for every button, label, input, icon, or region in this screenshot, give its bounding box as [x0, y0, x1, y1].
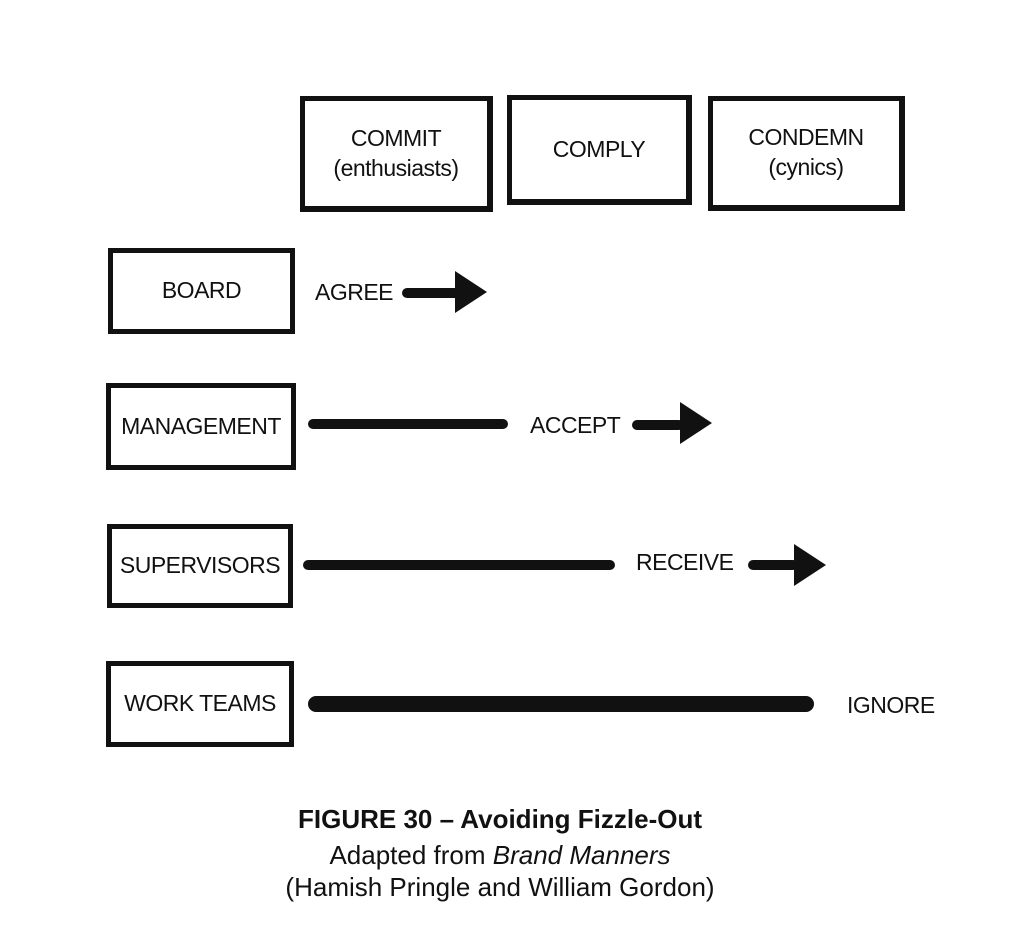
row-board-arrowhead [455, 271, 487, 313]
row-board-arrow-shaft [402, 288, 460, 298]
row-management-label: MANAGEMENT [121, 412, 281, 439]
figure-caption-prefix: Adapted from [329, 840, 493, 870]
row-board-response: AGREE [315, 279, 394, 305]
column-condemn: CONDEMN (cynics) [708, 96, 905, 211]
row-board-box: BOARD [108, 248, 295, 334]
row-supervisors-line [303, 560, 615, 570]
column-comply-title: COMPLY [552, 135, 646, 162]
row-board-label: BOARD [161, 277, 242, 304]
row-supervisors-label: SUPERVISORS [119, 552, 281, 579]
row-work-teams-label: WORK TEAMS [124, 690, 276, 717]
figure-caption-source-title: Brand Manners [492, 840, 671, 870]
row-supervisors-box: SUPERVISORS [107, 524, 293, 608]
row-management-line [308, 419, 508, 429]
row-work-teams-line [308, 696, 814, 712]
figure-caption-source: Adapted from Brand Manners [0, 840, 1000, 871]
column-commit-title: COMMIT [350, 124, 442, 151]
column-commit: COMMIT (enthusiasts) [300, 96, 493, 212]
column-condemn-subtitle: (cynics) [768, 154, 844, 180]
row-supervisors-arrow-shaft [748, 560, 798, 570]
column-comply: COMPLY [507, 95, 692, 205]
row-management-arrowhead [680, 402, 712, 444]
row-management-box: MANAGEMENT [106, 383, 296, 470]
figure-caption-authors: (Hamish Pringle and William Gordon) [285, 872, 715, 902]
row-supervisors-arrowhead [794, 544, 826, 586]
row-management-arrow-shaft [632, 420, 684, 430]
column-commit-subtitle: (enthusiasts) [333, 154, 459, 181]
column-condemn-title: CONDEMN [748, 124, 864, 151]
row-supervisors-response: RECEIVE [636, 549, 734, 575]
figure-caption-title: FIGURE 30 – Avoiding Fizzle-Out [298, 804, 702, 834]
row-management-response: ACCEPT [530, 412, 621, 438]
row-work-teams-response: IGNORE [847, 692, 935, 718]
row-work-teams-box: WORK TEAMS [106, 661, 294, 747]
